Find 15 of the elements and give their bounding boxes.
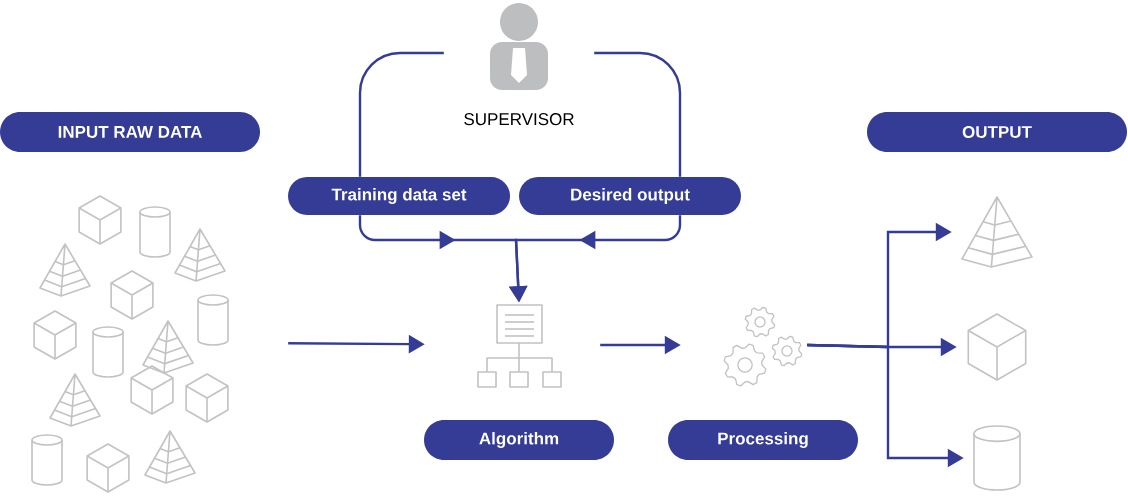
pyramid-icon — [961, 196, 1033, 268]
gears-icon — [723, 306, 803, 387]
label-pill: Processing — [668, 420, 858, 460]
connector-line — [358, 51, 444, 177]
supervisor-label: SUPERVISOR — [464, 113, 574, 126]
raw-data-drawing — [31, 195, 229, 493]
label-pill: Algorithm — [424, 420, 614, 460]
label-pill: Training data set — [288, 177, 510, 215]
cylinder-icon — [973, 425, 1021, 491]
label-pill: Desired output — [519, 177, 741, 215]
heading-pill: OUTPUT — [867, 112, 1127, 152]
heading-pill: INPUT RAW DATA — [0, 112, 260, 152]
connector-line — [594, 51, 682, 177]
flowchart-icon — [477, 304, 562, 388]
cube-icon — [967, 313, 1027, 381]
